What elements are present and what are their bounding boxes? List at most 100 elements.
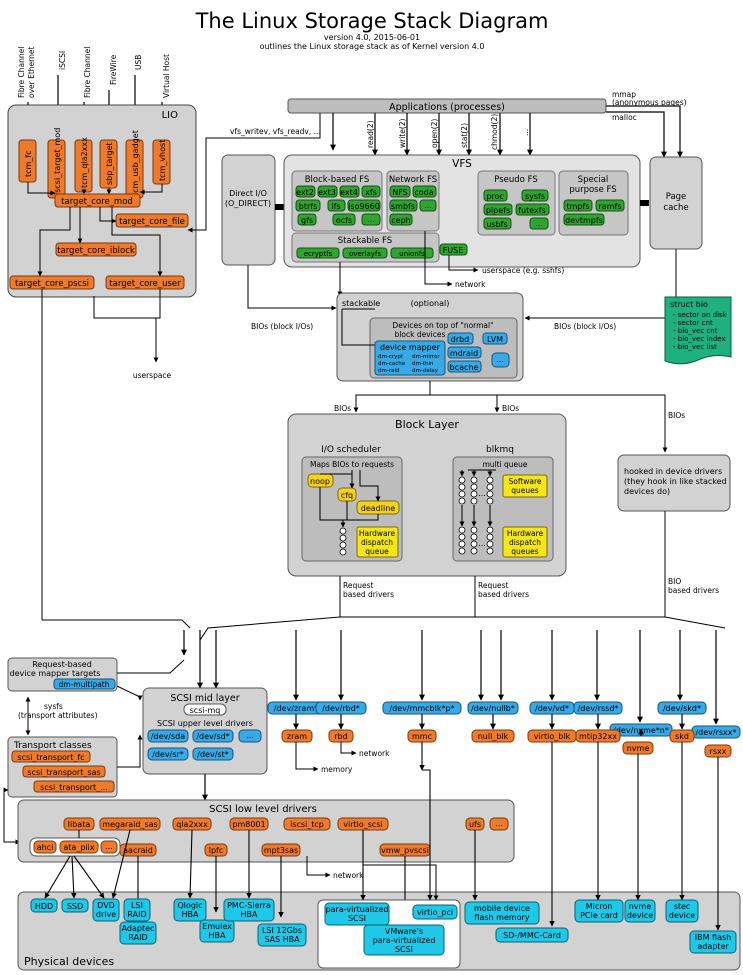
svg-text:scsi-mq: scsi-mq — [190, 706, 221, 715]
svg-text:qla2xxx: qla2xxx — [176, 820, 208, 829]
svg-text:overlayfs: overlayfs — [349, 250, 381, 258]
svg-text:pm8001: pm8001 — [232, 820, 265, 829]
svg-text:- sector on disk: - sector on disk — [673, 311, 728, 319]
svg-text:Block-based FS: Block-based FS — [305, 175, 370, 185]
svg-text:HDD: HDD — [35, 902, 53, 911]
dev-scsi-more — [238, 729, 262, 743]
fs-more-network — [419, 199, 437, 212]
phys-ibm-flash-adapter — [689, 930, 737, 954]
svg-text:ext3: ext3 — [318, 188, 336, 197]
hooked-drivers-box — [617, 454, 731, 512]
svg-text:virtio_pci: virtio_pci — [417, 908, 453, 917]
svg-text:/dev/zram*: /dev/zram* — [274, 704, 318, 713]
fs-overlayfs — [342, 247, 388, 259]
svg-text:null_blk: null_blk — [478, 732, 509, 741]
block-layer-label: Block Layer — [395, 418, 459, 431]
svg-text:ext2: ext2 — [296, 188, 314, 197]
svg-text:Stackable FS: Stackable FS — [338, 236, 392, 246]
svg-text:- bio_vec index: - bio_vec index — [673, 335, 726, 343]
svg-text:gfs: gfs — [301, 216, 313, 225]
fs-ext3 — [317, 185, 338, 198]
dev-sda — [147, 729, 189, 743]
dev-st-star — [192, 747, 234, 761]
blkmq-label: blkmq — [486, 445, 514, 455]
fs-iso9660 — [347, 199, 381, 212]
lio-target-core-iblock — [55, 242, 137, 257]
svg-text:/dev/st*: /dev/st* — [197, 750, 228, 759]
svg-text:Pseudo FS: Pseudo FS — [494, 175, 537, 185]
fs-sysfs — [521, 189, 549, 202]
svg-text:sbp_target: sbp_target — [105, 142, 114, 185]
phys-emulex-hba — [199, 919, 235, 943]
svg-text:SCSI low level drivers: SCSI low level drivers — [209, 804, 317, 815]
svg-text:LSI: LSI — [131, 901, 143, 910]
svg-text:...: ... — [424, 201, 432, 210]
bios-right-label: BIOs (block I/Os) — [554, 322, 616, 331]
svg-text:- bio_vec cnt: - bio_vec cnt — [673, 327, 718, 335]
phys-sd-mmc-card — [495, 927, 569, 943]
bios-left-label: BIOs (block I/Os) — [251, 322, 313, 331]
svg-text:SD-/MMC-Card: SD-/MMC-Card — [503, 931, 561, 940]
svg-text:SCSI upper level drivers: SCSI upper level drivers — [157, 719, 253, 728]
svg-text:device mapper: device mapper — [380, 343, 441, 352]
fs-ext4 — [339, 185, 360, 198]
direct-io-box — [221, 154, 276, 266]
svg-text:cfq: cfq — [341, 491, 353, 500]
bios-left-to-block: BIOs — [334, 404, 351, 413]
svg-text:PCIe card: PCIe card — [580, 911, 618, 920]
svg-text:Adaptec: Adaptec — [122, 924, 155, 933]
phys-ssd — [61, 898, 89, 913]
svg-text:HBA: HBA — [182, 910, 200, 919]
svg-text:(O_DIRECT): (O_DIRECT) — [225, 199, 271, 208]
request-based-right-2: based drivers — [478, 590, 529, 599]
lio-target-core-pscsi — [9, 275, 95, 290]
svg-text:FUSE: FUSE — [443, 246, 464, 255]
svg-text:VMware's: VMware's — [385, 927, 423, 936]
mmap-label-2: (anonymous pages) — [612, 98, 687, 107]
svg-text:...: ... — [496, 355, 504, 364]
svg-text:para-virtualized: para-virtualized — [373, 936, 436, 945]
svg-text:mpt3sas: mpt3sas — [264, 846, 298, 855]
svg-text:mobile device: mobile device — [474, 904, 530, 913]
driver-zram — [281, 729, 313, 743]
svg-text:mdraid: mdraid — [450, 349, 478, 358]
bios-to-hooked: BIOs — [668, 411, 685, 420]
diagram-description: outlines the Linux storage stack as of K… — [260, 42, 485, 51]
svg-text:aacraid: aacraid — [123, 846, 153, 855]
svg-text:usbfs: usbfs — [486, 220, 507, 229]
diagram-version: version 4.0, 2015-06-01 — [324, 33, 420, 42]
driver-ahci — [33, 840, 57, 854]
scsi-mq — [183, 703, 227, 716]
stack-more — [491, 352, 510, 368]
vfs-label: VFS — [452, 158, 472, 170]
svg-text:Transport classes: Transport classes — [13, 741, 92, 751]
svg-text:- bio_vec list: - bio_vec list — [673, 343, 717, 351]
userspace-sshfs-label: userspace (e.g. sshfs) — [482, 266, 564, 275]
svg-text:...: ... — [478, 489, 486, 498]
fs-more-block — [361, 213, 381, 226]
svg-text:SCSI mid layer: SCSI mid layer — [170, 693, 239, 704]
svg-text:scsi_transport_...: scsi_transport_... — [40, 783, 108, 792]
phys-vmware-pvscsi — [363, 924, 445, 956]
svg-text:LVM: LVM — [487, 335, 503, 344]
stack-bcache — [447, 360, 482, 373]
svg-text:tcm_vhost: tcm_vhost — [158, 140, 167, 181]
svg-text:/dev/rssd*: /dev/rssd* — [578, 704, 619, 713]
phys-micron-pcie — [574, 899, 624, 923]
device-mapper-box — [374, 340, 446, 376]
svg-text:ramfs: ramfs — [599, 202, 622, 211]
svg-text:bcache: bcache — [450, 363, 479, 372]
io-scheduler-label: I/O scheduler — [321, 445, 381, 455]
dm-multipath — [53, 678, 116, 690]
phys-adaptec-raid — [119, 921, 157, 945]
stack-mdraid — [447, 346, 482, 359]
svg-text:Micron: Micron — [586, 902, 613, 911]
fs-futexfs — [515, 203, 550, 216]
svg-text:sysfs: sysfs — [525, 192, 545, 201]
svg-text:dm-multipath: dm-multipath — [59, 680, 110, 689]
software-queue-slots — [458, 476, 494, 555]
svg-text:SCSI: SCSI — [348, 914, 366, 923]
svg-text:HBA: HBA — [241, 910, 259, 919]
svg-text:ext4: ext4 — [340, 188, 358, 197]
